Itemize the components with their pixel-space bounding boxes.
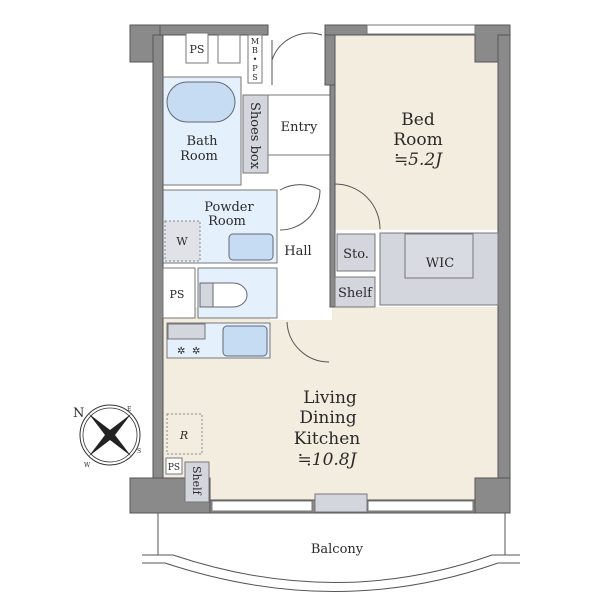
powder-label: Room	[208, 214, 246, 229]
bedroom-door[interactable]	[334, 183, 381, 230]
bath-label: Bath	[187, 134, 219, 149]
powder-door[interactable]	[279, 184, 321, 231]
hall-shelf	[334, 276, 376, 308]
washer-label: W	[176, 235, 188, 248]
washer-space	[164, 220, 201, 262]
bedroom-size: ≒5.2J	[394, 150, 443, 170]
bedroom-floor	[335, 35, 498, 230]
duct	[217, 34, 241, 64]
entrance-door[interactable]	[271, 32, 323, 85]
bathtub-icon	[166, 81, 236, 123]
storage	[336, 233, 376, 272]
hall-shelf-label: Shelf	[338, 286, 373, 301]
mbps	[247, 34, 263, 84]
aircon-unit	[314, 493, 368, 513]
ldk-label: Living	[303, 388, 357, 408]
compass-n: N	[73, 406, 84, 421]
washbasin-icon	[228, 233, 274, 261]
toilet-icon	[212, 282, 248, 308]
fridge-label: R	[179, 429, 188, 442]
mbps-char: B	[252, 46, 258, 55]
compass-e: E	[127, 406, 131, 413]
mbps-char: S	[252, 73, 257, 82]
bath-label: Room	[180, 149, 218, 164]
ldk-shelf-label: Shelf	[190, 466, 203, 496]
ps-bottom	[165, 457, 183, 475]
fridge-space	[166, 413, 203, 455]
ldk-label: Kitchen	[294, 429, 360, 449]
ps-top	[185, 32, 209, 64]
compass-icon: N E S W	[73, 404, 141, 469]
wic-label: WIC	[426, 256, 454, 271]
bedroom-label: Room	[393, 130, 442, 150]
ldk-door[interactable]	[286, 321, 330, 363]
sink-icon	[222, 325, 268, 357]
ldk-size: ≒10.8J	[298, 450, 358, 470]
compass-w: W	[84, 462, 91, 469]
ps-mid	[162, 267, 196, 319]
hall-label: Hall	[284, 244, 311, 259]
balcony-outline	[142, 513, 520, 592]
mbps-char: P	[252, 64, 258, 73]
stove-icon	[167, 323, 206, 340]
entry-area	[267, 94, 331, 156]
powder-label: Powder	[204, 200, 254, 215]
shoes-box	[242, 94, 269, 174]
ldk-window-right	[367, 500, 474, 512]
entry-label: Entry	[281, 120, 318, 135]
ps-bottom-label: PS	[168, 463, 180, 473]
burner-icon: ✲	[177, 346, 185, 357]
ldk-shelf	[184, 461, 210, 503]
ldk-label: Dining	[299, 408, 356, 428]
toilet-tank-icon	[199, 282, 214, 308]
burner-icon: ✲	[192, 346, 200, 357]
bedroom-window	[366, 24, 476, 35]
ps-top-label: PS	[190, 43, 205, 56]
balcony-label: Balcony	[311, 542, 364, 557]
ldk-window-left	[211, 500, 313, 512]
wic-inner	[404, 233, 474, 279]
shoes-box-label: Shoes box	[247, 102, 262, 170]
ps-mid-label: PS	[170, 288, 185, 301]
mbps-char: M	[251, 37, 259, 46]
storage-label: Sto.	[343, 247, 369, 262]
compass-s: S	[137, 448, 141, 455]
bedroom-label: Bed	[401, 110, 435, 130]
mbps-char: •	[253, 55, 258, 64]
hall-floor	[270, 155, 332, 320]
